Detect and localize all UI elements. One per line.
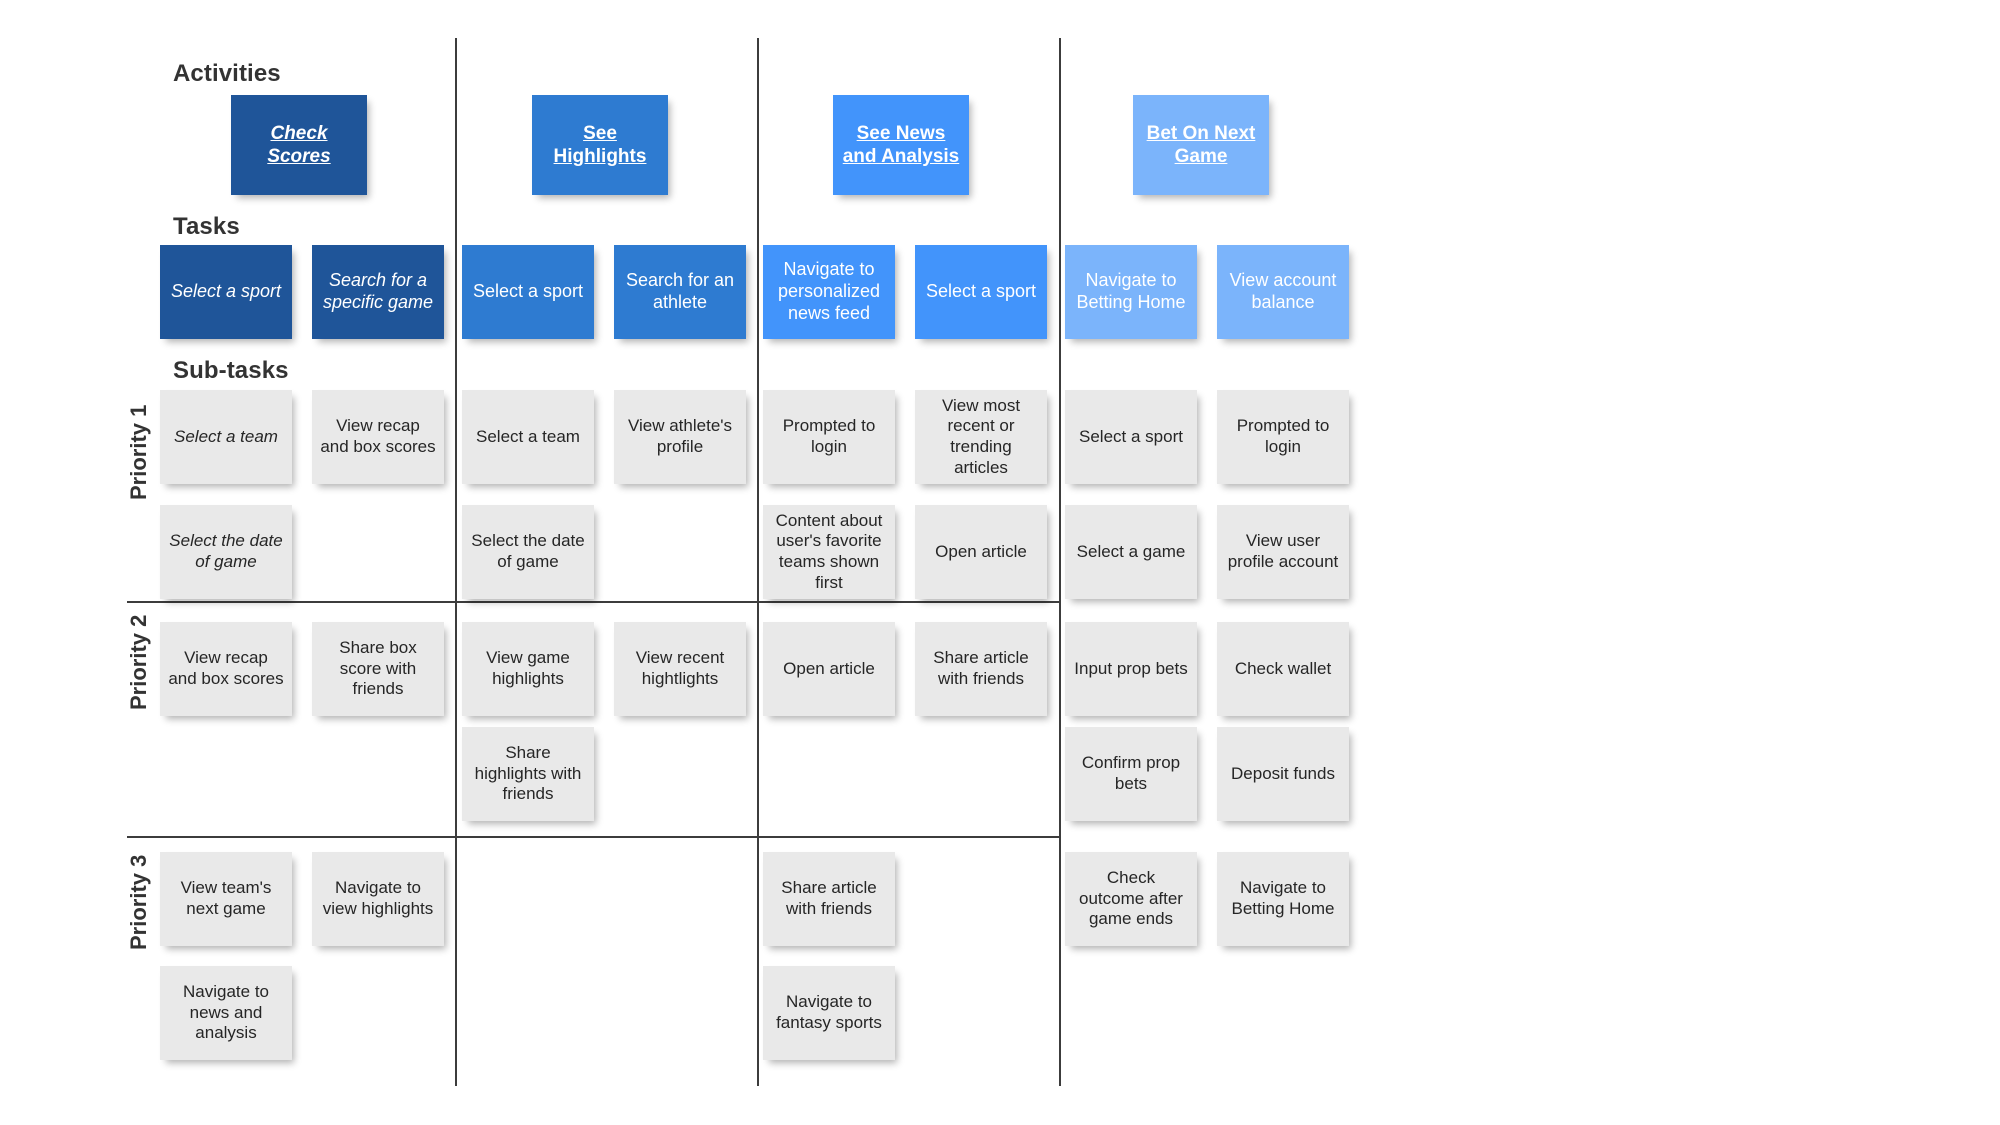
column-divider-3 xyxy=(1059,38,1061,1086)
subtask-card-c2-p1-3[interactable]: Select the date of game xyxy=(462,505,594,599)
activity-card-check-scores[interactable]: Check Scores xyxy=(231,95,367,195)
priority-divider-1 xyxy=(127,601,1059,603)
priority-label-2: Priority 2 xyxy=(126,614,151,710)
task-card-c3-t2[interactable]: Select a sport xyxy=(915,245,1047,339)
subtask-card-c4-p3-1[interactable]: Check outcome after game ends xyxy=(1065,852,1197,946)
subtask-card-c3-p1-3[interactable]: Content about user's favorite teams show… xyxy=(763,505,895,599)
section-label-tasks: Tasks xyxy=(173,213,240,240)
priority-label-3: Priority 3 xyxy=(126,854,151,950)
subtask-card-c1-p2-1[interactable]: View recap and box scores xyxy=(160,622,292,716)
subtask-card-c2-p1-2[interactable]: View athlete's profile xyxy=(614,390,746,484)
subtask-card-c4-p2-2[interactable]: Check wallet xyxy=(1217,622,1349,716)
subtask-card-c1-p1-2[interactable]: View recap and box scores xyxy=(312,390,444,484)
task-card-c3-t1[interactable]: Navigate to personalized news feed xyxy=(763,245,895,339)
priority-divider-2 xyxy=(127,836,1059,838)
subtask-card-c1-p2-2[interactable]: Share box score with friends xyxy=(312,622,444,716)
subtask-card-c3-p1-2[interactable]: View most recent or trending articles xyxy=(915,390,1047,484)
subtask-card-c3-p1-1[interactable]: Prompted to login xyxy=(763,390,895,484)
subtask-card-c4-p2-3[interactable]: Confirm prop bets xyxy=(1065,727,1197,821)
subtask-card-c4-p1-4[interactable]: View user profile account xyxy=(1217,505,1349,599)
subtask-card-c4-p1-2[interactable]: Prompted to login xyxy=(1217,390,1349,484)
subtask-card-c2-p1-1[interactable]: Select a team xyxy=(462,390,594,484)
column-divider-1 xyxy=(455,38,457,1086)
task-card-c1-t2[interactable]: Search for a specific game xyxy=(312,245,444,339)
subtask-card-c3-p1-4[interactable]: Open article xyxy=(915,505,1047,599)
subtask-card-c1-p1-3[interactable]: Select the date of game xyxy=(160,505,292,599)
subtask-card-c3-p2-2[interactable]: Share article with friends xyxy=(915,622,1047,716)
subtask-card-c3-p3-3[interactable]: Navigate to fantasy sports xyxy=(763,966,895,1060)
subtask-card-c1-p1-1[interactable]: Select a team xyxy=(160,390,292,484)
subtask-card-c4-p2-1[interactable]: Input prop bets xyxy=(1065,622,1197,716)
activity-card-bet-on-next-game[interactable]: Bet On Next Game xyxy=(1133,95,1269,195)
subtask-card-c4-p1-1[interactable]: Select a sport xyxy=(1065,390,1197,484)
section-label-subtasks: Sub-tasks xyxy=(173,357,289,384)
subtask-card-c4-p3-2[interactable]: Navigate to Betting Home xyxy=(1217,852,1349,946)
task-card-c4-t2[interactable]: View account balance xyxy=(1217,245,1349,339)
priority-label-1: Priority 1 xyxy=(126,404,151,500)
activity-card-see-news-and-analysis[interactable]: See News and Analysis xyxy=(833,95,969,195)
subtask-card-c3-p3-1[interactable]: Share article with friends xyxy=(763,852,895,946)
column-divider-2 xyxy=(757,38,759,1086)
subtask-card-c2-p2-3[interactable]: Share highlights with friends xyxy=(462,727,594,821)
subtask-card-c4-p2-4[interactable]: Deposit funds xyxy=(1217,727,1349,821)
subtask-card-c1-p3-1[interactable]: View team's next game xyxy=(160,852,292,946)
task-card-c2-t1[interactable]: Select a sport xyxy=(462,245,594,339)
subtask-card-c4-p1-3[interactable]: Select a game xyxy=(1065,505,1197,599)
subtask-card-c1-p3-3[interactable]: Navigate to news and analysis xyxy=(160,966,292,1060)
subtask-card-c3-p2-1[interactable]: Open article xyxy=(763,622,895,716)
task-card-c2-t2[interactable]: Search for an athlete xyxy=(614,245,746,339)
section-label-activities: Activities xyxy=(173,60,281,87)
task-card-c4-t1[interactable]: Navigate to Betting Home xyxy=(1065,245,1197,339)
subtask-card-c1-p3-2[interactable]: Navigate to view highlights xyxy=(312,852,444,946)
subtask-card-c2-p2-1[interactable]: View game highlights xyxy=(462,622,594,716)
activity-card-see-highlights[interactable]: See Highlights xyxy=(532,95,668,195)
task-card-c1-t1[interactable]: Select a sport xyxy=(160,245,292,339)
subtask-card-c2-p2-2[interactable]: View recent hightlights xyxy=(614,622,746,716)
